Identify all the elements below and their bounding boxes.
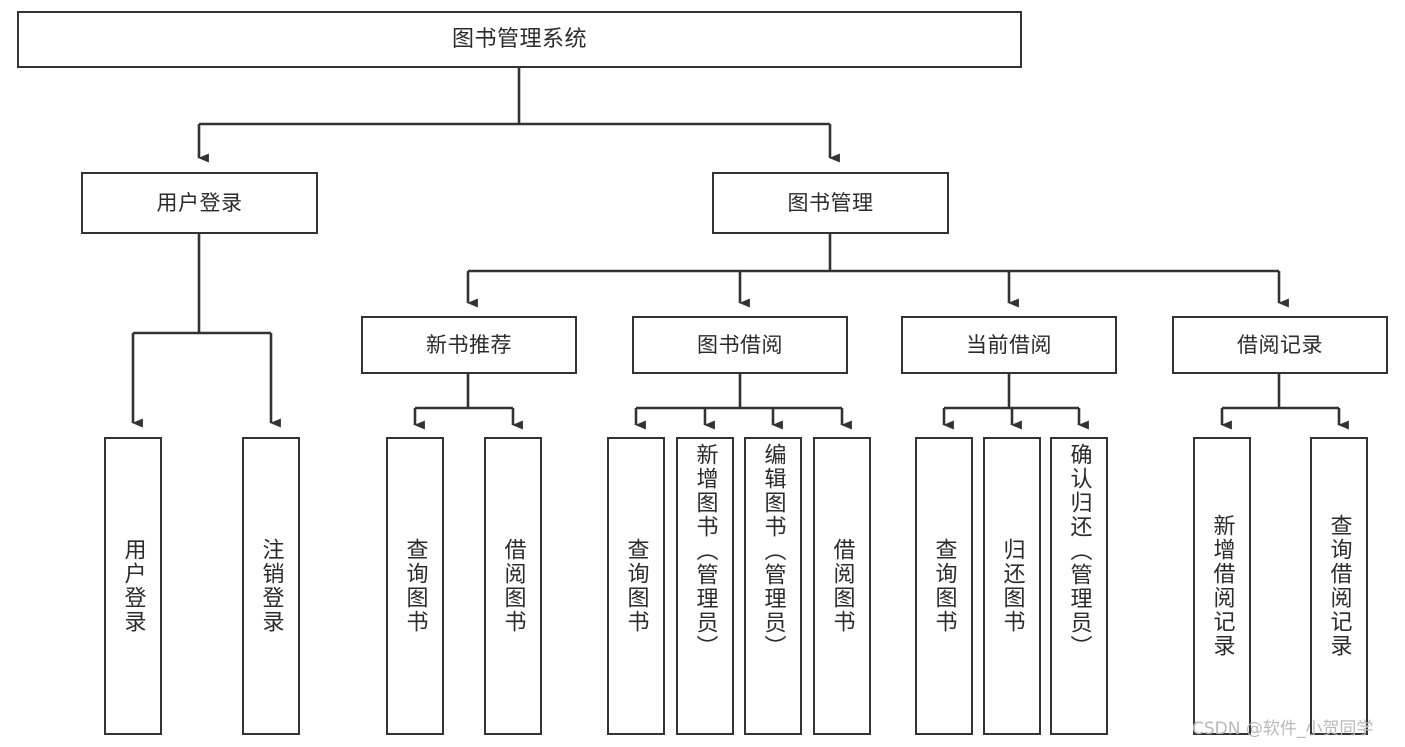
- watermark-csdn: CSDN @软件_小贺同学: [1192, 719, 1374, 739]
- node-label: 确认归还（管理员）: [1066, 443, 1092, 659]
- node-label: 借阅记录: [1237, 332, 1323, 357]
- node-label: 查询图书: [402, 538, 428, 634]
- node-book-borrow[interactable]: 图书借阅: [632, 316, 848, 374]
- leaf-query-book-recommend[interactable]: 查询图书: [386, 437, 444, 735]
- leaf-edit-book[interactable]: 编辑图书（管理员）: [744, 437, 802, 735]
- node-label: 用户登录: [156, 190, 243, 215]
- node-label: 查询图书: [931, 538, 957, 634]
- node-label: 借阅图书: [829, 538, 855, 634]
- node-book-manage[interactable]: 图书管理: [712, 172, 949, 234]
- node-label: 借阅图书: [500, 538, 526, 634]
- leaf-borrow-book-borrow[interactable]: 借阅图书: [813, 437, 871, 735]
- leaf-logout-login[interactable]: 注销登录: [242, 437, 300, 735]
- node-label: 图书管理系统: [451, 26, 587, 52]
- node-new-book-recommend[interactable]: 新书推荐: [361, 316, 577, 374]
- node-user-login[interactable]: 用户登录: [81, 172, 318, 234]
- node-borrow-record[interactable]: 借阅记录: [1172, 316, 1388, 374]
- node-label: 查询借阅记录: [1326, 514, 1352, 658]
- leaf-confirm-return[interactable]: 确认归还（管理员）: [1050, 437, 1108, 735]
- node-label: 用户登录: [120, 538, 146, 634]
- node-label: 查询图书: [623, 538, 649, 634]
- node-label: 图书借阅: [697, 332, 783, 357]
- leaf-return-book[interactable]: 归还图书: [983, 437, 1041, 735]
- leaf-query-borrow-record[interactable]: 查询借阅记录: [1310, 437, 1368, 735]
- node-label: 当前借阅: [966, 332, 1052, 357]
- leaf-query-book-current[interactable]: 查询图书: [915, 437, 973, 735]
- node-label: 新书推荐: [426, 332, 512, 357]
- leaf-add-book[interactable]: 新增图书（管理员）: [676, 437, 734, 735]
- leaf-add-borrow-record[interactable]: 新增借阅记录: [1193, 437, 1251, 735]
- leaf-borrow-book-recommend[interactable]: 借阅图书: [484, 437, 542, 735]
- node-label: 归还图书: [999, 538, 1025, 634]
- leaf-query-book-borrow[interactable]: 查询图书: [607, 437, 665, 735]
- node-label: 新增图书（管理员）: [692, 443, 718, 659]
- node-label: 注销登录: [258, 538, 284, 634]
- node-root-system[interactable]: 图书管理系统: [17, 11, 1022, 68]
- leaf-user-login[interactable]: 用户登录: [104, 437, 162, 735]
- node-label: 编辑图书（管理员）: [760, 443, 786, 659]
- node-current-borrow[interactable]: 当前借阅: [901, 316, 1117, 374]
- node-label: 图书管理: [787, 190, 874, 215]
- node-label: 新增借阅记录: [1209, 514, 1235, 658]
